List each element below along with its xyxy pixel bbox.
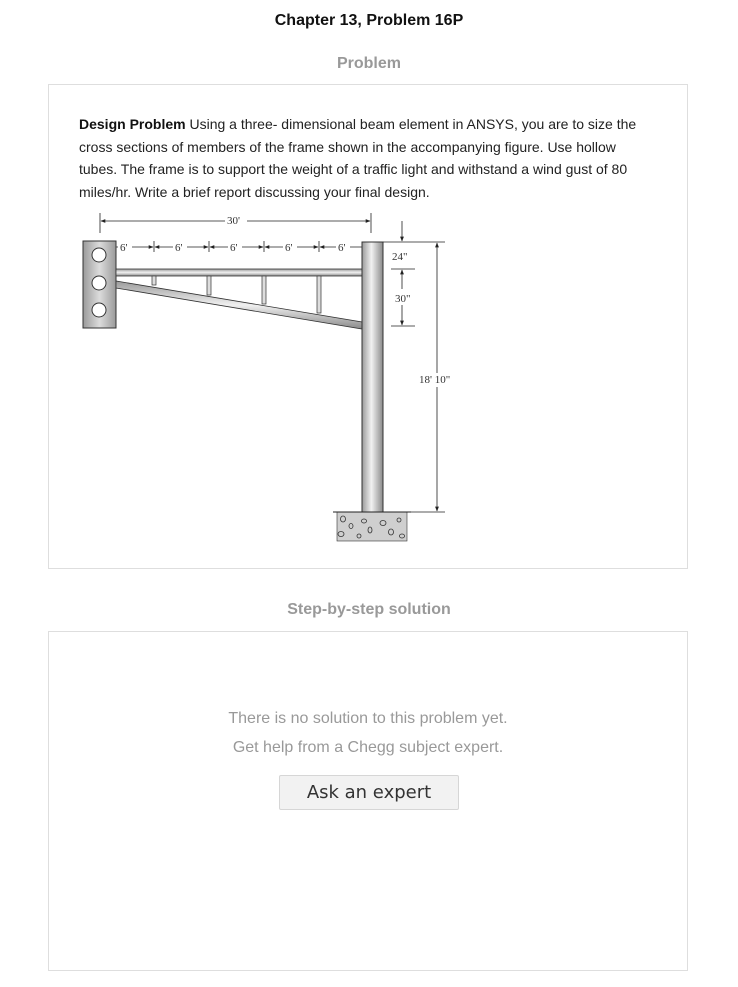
problem-lead: Design Problem: [79, 116, 186, 132]
segment-label: 6': [285, 242, 293, 254]
segment-label: 6': [120, 242, 128, 254]
problem-body: Using a three- dimensional beam element …: [79, 116, 637, 200]
page-title: Chapter 13, Problem 16P: [274, 12, 464, 29]
ask-expert-button[interactable]: Ask an expert: [279, 775, 459, 810]
segment-dimensions: 6' 6' 6' 6' 6': [100, 241, 371, 254]
horizontal-arm: [115, 268, 363, 277]
pole: [361, 241, 384, 513]
segment-label: 6': [175, 242, 183, 254]
depth-top-label: 24": [392, 251, 408, 263]
frame-figure: 30' 6' 6' 6' 6' 6': [82, 213, 450, 542]
right-dimensions: 24" 30" 18' 10": [383, 221, 450, 513]
expert-help-message: Get help from a Chegg subject expert.: [232, 739, 504, 756]
no-solution-message: There is no solution to this problem yet…: [228, 710, 508, 727]
segment-label: 6': [338, 242, 346, 254]
diagonal-brace: [115, 280, 363, 330]
span-dimension: 30': [99, 213, 372, 233]
segment-label: 6': [230, 242, 238, 254]
problem-heading: Problem: [336, 55, 401, 72]
span-label: 30': [227, 215, 240, 227]
solution-card: There is no solution to this problem yet…: [48, 631, 688, 971]
foundation: [333, 511, 411, 542]
height-label: 18' 10": [419, 374, 450, 386]
problem-statement: Design Problem Using a three- dimensiona…: [79, 113, 654, 203]
traffic-light: [82, 240, 117, 329]
vertical-struts: [151, 275, 322, 314]
problem-card: Design Problem Using a three- dimensiona…: [48, 84, 688, 569]
depth-brace-label: 30": [395, 293, 411, 305]
solution-heading: Step-by-step solution: [287, 601, 451, 618]
